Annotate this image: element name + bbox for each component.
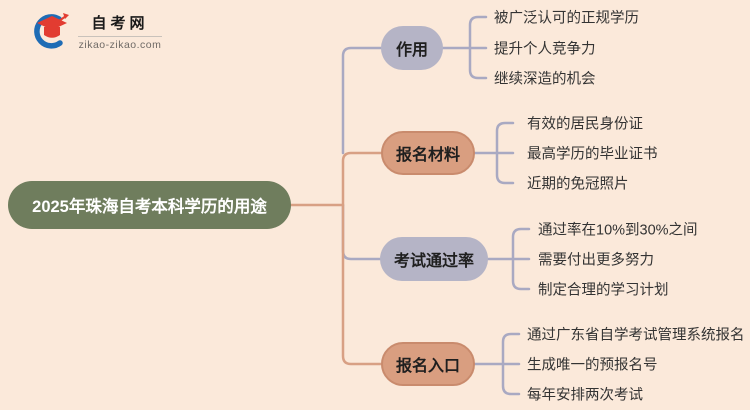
leaf-item: 通过广东省自学考试管理系统报名 — [527, 327, 745, 344]
branch-node-role: 作用 — [381, 26, 443, 70]
site-logo: 自考网 zikao-zikao.com — [30, 9, 162, 53]
central-topic-node: 2025年珠海自考本科学历的用途 — [8, 181, 291, 229]
bracket-materials-children — [473, 121, 515, 185]
logo-title: 自考网 — [91, 14, 149, 32]
bracket-role-children — [441, 15, 488, 80]
logo-domain: zikao-zikao.com — [78, 38, 162, 51]
connector-branch-role — [341, 46, 383, 155]
leaf-item: 有效的居民身份证 — [527, 116, 643, 133]
logo-divider — [78, 35, 162, 37]
leaf-item: 被广泛认可的正规学历 — [494, 10, 639, 27]
leaf-item: 近期的免冠照片 — [527, 176, 629, 193]
leaf-item: 最高学历的毕业证书 — [527, 146, 658, 163]
branch-node-passrate: 考试通过率 — [380, 237, 488, 281]
branch-node-entrance: 报名入口 — [381, 342, 475, 386]
bracket-passrate-children — [486, 227, 531, 291]
connector-branch-materials-entrance — [341, 151, 383, 366]
leaf-item: 生成唯一的预报名号 — [527, 357, 658, 374]
bracket-entrance-children — [473, 332, 521, 396]
leaf-item: 继续深造的机会 — [494, 71, 596, 88]
leaf-item: 制定合理的学习计划 — [538, 282, 669, 299]
leaf-item: 提升个人竞争力 — [494, 41, 596, 58]
connector-branch-passrate — [341, 203, 382, 261]
leaf-item: 通过率在10%到30%之间 — [538, 222, 698, 239]
leaf-item: 需要付出更多努力 — [538, 252, 654, 269]
branch-node-materials: 报名材料 — [381, 131, 475, 175]
logo-graduation-cap-icon — [34, 13, 69, 49]
leaf-item: 每年安排两次考试 — [527, 387, 643, 404]
logo-text: 自考网 zikao-zikao.com — [78, 12, 162, 51]
